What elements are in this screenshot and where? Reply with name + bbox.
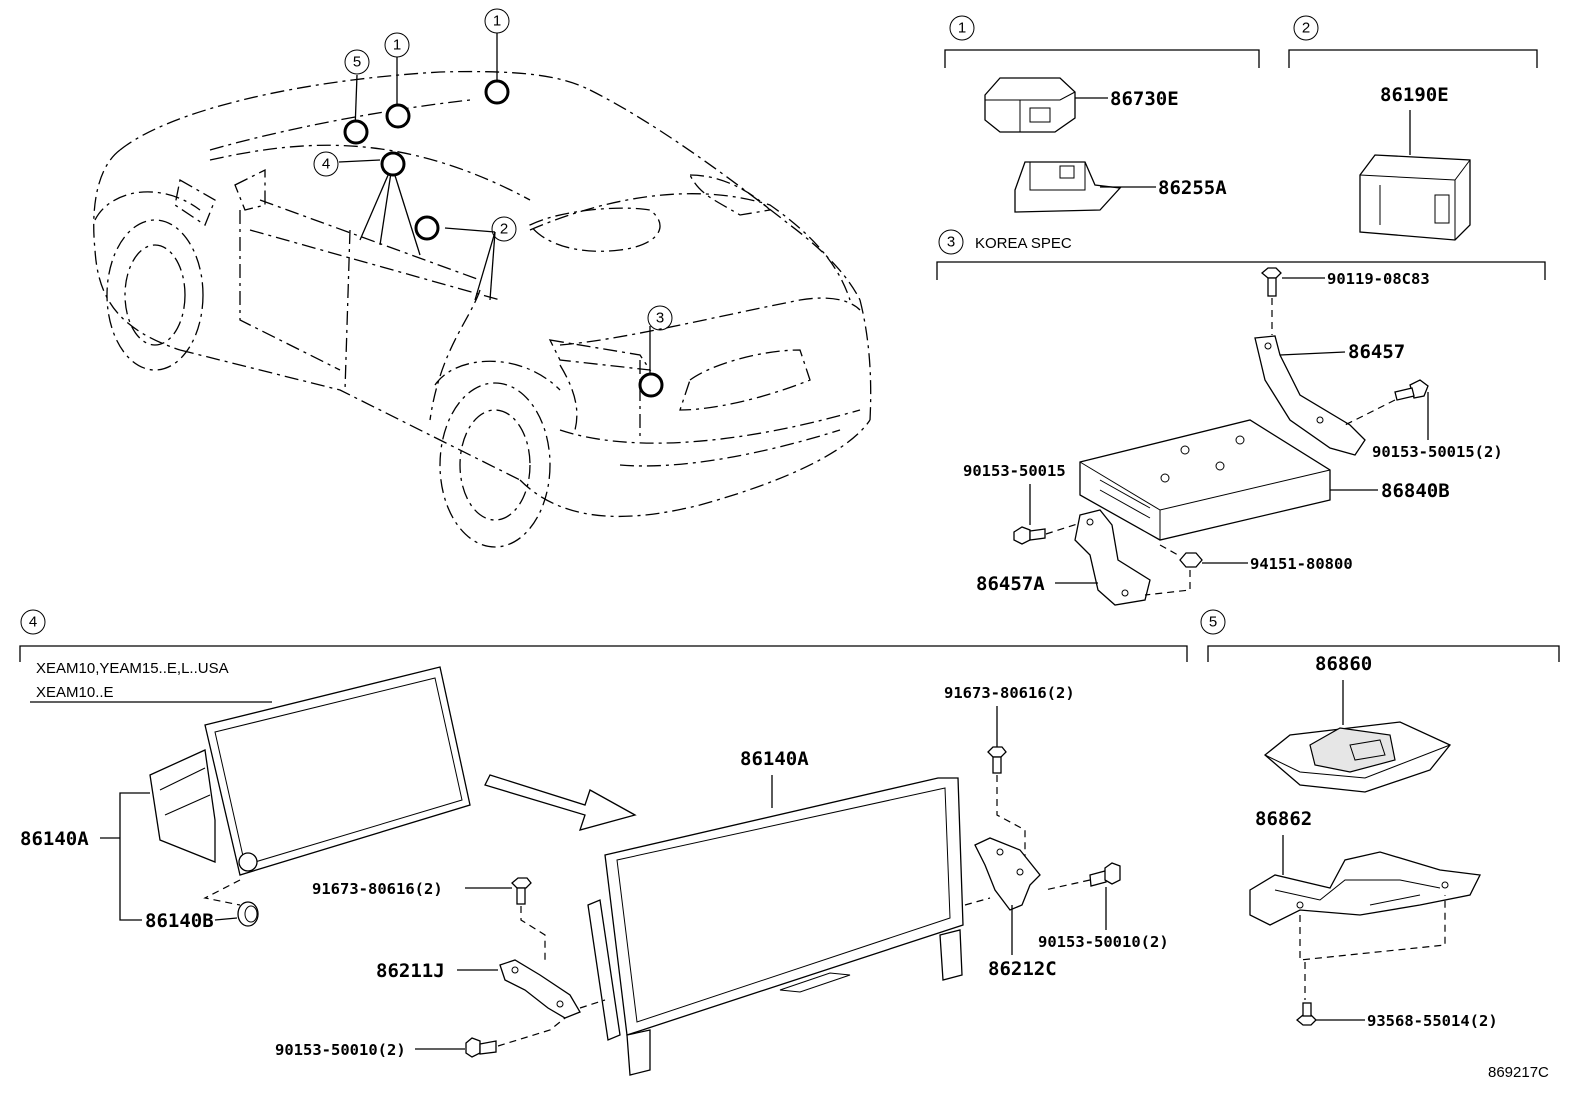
group-5: 5 86860 86862 93568-55014(2) xyxy=(1200,609,1560,1030)
callout-5-vehicle: 5 xyxy=(344,49,370,75)
group-3-label: 3 xyxy=(947,234,955,251)
part-number-label: 86212C xyxy=(988,958,1057,980)
group-2: 2 86190E xyxy=(1288,15,1538,241)
bolt-icon xyxy=(1260,267,1282,297)
callout-2-vehicle: 2 xyxy=(491,216,517,242)
part-86211J-illustration xyxy=(499,959,581,1019)
part-number-label: 86140B xyxy=(145,910,214,932)
display-assembly-large-illustration xyxy=(587,777,964,1076)
part-number-label: 90153-50015 xyxy=(963,462,1066,480)
callout-4-vehicle: 4 xyxy=(313,151,339,177)
bolt-icon xyxy=(1394,379,1429,401)
figure-id: 869217C xyxy=(1488,1064,1549,1081)
part-86862-illustration xyxy=(1249,851,1481,926)
callout-3-label: 3 xyxy=(656,310,664,327)
callout-3-vehicle: 3 xyxy=(647,305,673,331)
screw-icon xyxy=(511,877,532,905)
part-number-label: 86140A xyxy=(740,748,809,770)
group-1-label: 1 xyxy=(958,20,966,37)
group-2-label: 2 xyxy=(1302,20,1310,37)
part-number-label: 90153-50010(2) xyxy=(275,1041,406,1059)
part-86140B-illustration xyxy=(237,901,259,927)
part-number-label: 86255A xyxy=(1158,177,1227,199)
part-number-label: 90119-08C83 xyxy=(1327,270,1430,288)
part-number-label: 86860 xyxy=(1315,653,1372,675)
part-86457A-illustration xyxy=(1074,509,1151,606)
part-86212C-illustration xyxy=(974,837,1041,911)
callout-5-label: 5 xyxy=(353,54,361,71)
part-86457-illustration xyxy=(1254,335,1366,456)
part-86730E-illustration xyxy=(984,77,1076,133)
bolt-icon xyxy=(1089,862,1121,887)
group-4: 4 XEAM10,YEAM15..E,L..USA XEAM10..E 8614… xyxy=(19,609,1188,1076)
part-number-label: 86190E xyxy=(1380,84,1449,106)
bolt-icon xyxy=(1013,526,1046,545)
screw-icon xyxy=(987,746,1007,774)
part-number-label: 90153-50015(2) xyxy=(1372,443,1503,461)
group-5-label: 5 xyxy=(1209,614,1217,631)
callout-4-label: 4 xyxy=(322,156,330,173)
part-number-label: 86457 xyxy=(1348,341,1405,363)
part-86860-illustration xyxy=(1263,721,1452,793)
callout-1-label: 1 xyxy=(393,37,401,54)
part-number-label: 91673-80616(2) xyxy=(312,880,443,898)
vehicle-illustration xyxy=(93,33,872,548)
part-number-label: 86862 xyxy=(1255,808,1312,830)
variant-label-1: XEAM10,YEAM15..E,L..USA xyxy=(36,660,229,677)
callout-1-label: 1 xyxy=(493,13,501,30)
group-3: 3 KOREA SPEC 90119-08C83 86457 90153-500… xyxy=(936,229,1546,606)
part-number-label: 86140A xyxy=(20,828,89,850)
arrow-right-icon xyxy=(484,774,637,831)
display-assembly-small-illustration xyxy=(149,666,471,876)
bolt-icon xyxy=(1295,1002,1317,1026)
group-4-label: 4 xyxy=(29,614,37,631)
callout-2-label: 2 xyxy=(500,221,508,238)
part-number-label: 86730E xyxy=(1110,88,1179,110)
korea-spec-label: KOREA SPEC xyxy=(975,235,1072,252)
part-number-label: 86457A xyxy=(976,573,1045,595)
part-number-label: 93568-55014(2) xyxy=(1367,1012,1498,1030)
part-86190E-illustration xyxy=(1359,154,1471,241)
group-1: 1 86730E 86255A xyxy=(944,15,1260,213)
part-number-label: 94151-80800 xyxy=(1250,555,1353,573)
part-number-label: 86211J xyxy=(376,960,445,982)
callout-1-vehicle-b: 1 xyxy=(484,8,510,34)
part-86840B-illustration xyxy=(1079,419,1331,541)
variant-label-2: XEAM10..E xyxy=(36,684,114,701)
callout-1-vehicle-a: 1 xyxy=(384,32,410,58)
part-number-label: 91673-80616(2) xyxy=(944,684,1075,702)
part-number-label: 90153-50010(2) xyxy=(1038,933,1169,951)
bolt-icon xyxy=(465,1037,497,1058)
nut-icon xyxy=(1179,552,1203,568)
part-number-label: 86840B xyxy=(1381,480,1450,502)
